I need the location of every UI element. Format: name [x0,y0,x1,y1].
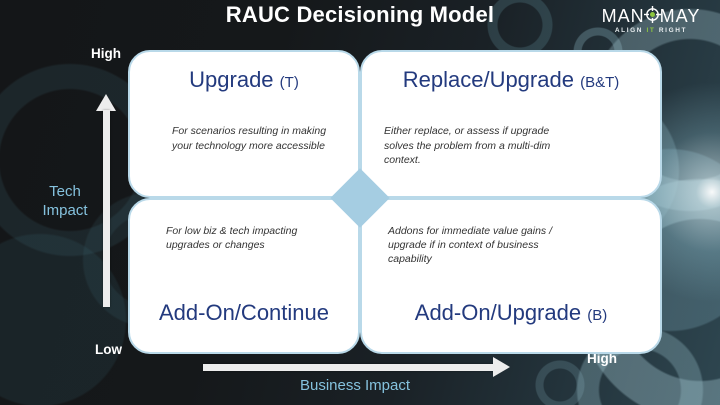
horizontal-axis-arrow [203,364,494,371]
quadrant-heading: Add-On/Continue [130,300,358,326]
brand-wordmark: MAN MAY [590,6,712,26]
quadrant-heading: Replace/Upgrade (B&T) [362,67,660,93]
tagline-right: RIGHT [658,27,688,34]
horizontal-axis-arrowhead [493,357,510,377]
quadrant-heading-text: Upgrade [189,67,274,92]
vertical-axis-low-label: Low [95,342,122,357]
vertical-axis-arrow [103,110,110,307]
horizontal-axis-high-label: High [587,351,617,366]
quadrant-addon-upgrade: Addons for immediate value gains / upgra… [360,198,662,354]
tagline-it: IT [646,27,656,34]
quadrant-heading-suffix: (T) [279,74,299,91]
brand-prefix: MAN [601,6,645,26]
quadrant-heading-text: Add-On/Upgrade [414,299,582,325]
quadrant-replace-upgrade: Replace/Upgrade (B&T) Either replace, or… [360,50,662,198]
quadrant-description: Addons for immediate value gains / upgra… [388,225,553,266]
quadrant-addon-continue: For low biz & tech impacting upgrades or… [128,198,360,354]
quadrant-heading-text: Add-On/Continue [159,299,329,325]
quadrant-description: For scenarios resulting in making your t… [172,125,327,152]
quadrant-heading: Add-On/Upgrade (B) [362,300,660,326]
crosshair-target-icon [643,6,661,26]
quadrant-description: For low biz & tech impacting upgrades or… [166,225,298,252]
vertical-axis-title: Tech Impact [42,183,88,219]
brand-suffix: MAY [659,6,701,26]
quadrant-description: Either replace, or assess if upgrade sol… [384,125,551,166]
quadrant-matrix: Upgrade (T) For scenarios resulting in m… [128,50,662,354]
vertical-axis-arrowhead [96,94,116,111]
brand-tagline: ALIGN IT RIGHT [590,27,712,34]
page-title: RAUC Decisioning Model [225,2,495,27]
quadrant-heading-suffix: (B&T) [580,74,620,91]
brand-logo: MAN MAY ALIGN IT RIGHT [590,6,712,34]
quadrant-upgrade: Upgrade (T) For scenarios resulting in m… [128,50,360,198]
horizontal-axis-title: Business Impact [299,377,411,394]
quadrant-heading-text: Replace/Upgrade [402,67,574,92]
tagline-align: ALIGN [614,27,644,34]
vertical-axis-high-label: High [91,46,121,61]
quadrant-heading: Upgrade (T) [130,67,358,93]
quadrant-heading-suffix: (B) [587,306,608,324]
